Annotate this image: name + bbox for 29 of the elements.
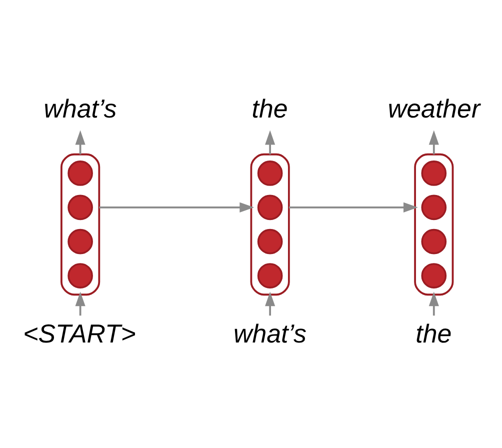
node-text: the (415, 320, 452, 348)
arrow (74, 130, 85, 154)
arrow (264, 130, 275, 154)
node-circle (67, 228, 92, 254)
cluster (250, 152, 290, 296)
node-circle (256, 194, 282, 220)
cluster (414, 152, 454, 296)
node-circle (67, 262, 92, 288)
arrow (98, 202, 254, 212)
node-text: <START> (22, 320, 136, 348)
node-text: what’s (233, 320, 306, 348)
arrow (74, 291, 85, 316)
node-circle (420, 228, 446, 254)
arrow (264, 291, 275, 316)
node-circle (67, 160, 92, 186)
arrow (428, 130, 438, 154)
node-circle (256, 228, 282, 254)
node-circle (67, 194, 92, 220)
node-circle (420, 262, 446, 288)
node-text: the (251, 94, 288, 123)
arrow (428, 291, 438, 316)
node-circle (256, 262, 282, 288)
node-text: what’s (43, 94, 116, 123)
node-text: weather (387, 94, 480, 123)
node-circle (420, 160, 446, 186)
cluster (60, 152, 100, 296)
node-circle (256, 160, 282, 186)
node-circle (420, 194, 446, 220)
arrow (288, 202, 418, 212)
